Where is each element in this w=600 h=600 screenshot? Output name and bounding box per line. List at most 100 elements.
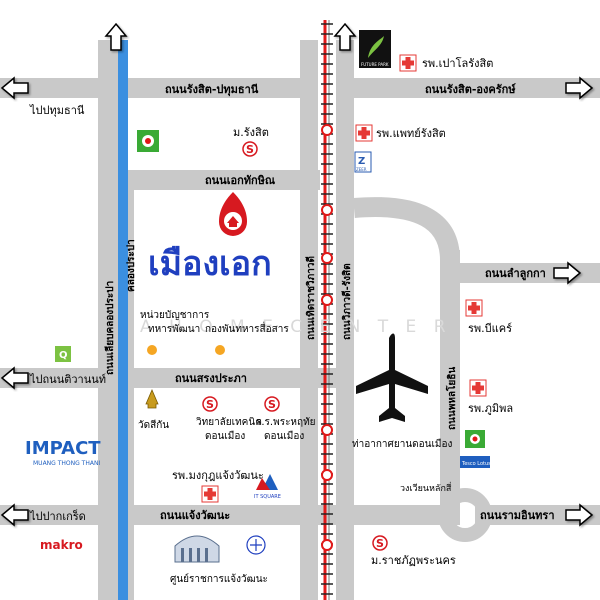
university-s-icon: S bbox=[264, 396, 280, 412]
hospital-phaet-label: รพ.แพทย์รังสิต bbox=[376, 127, 446, 140]
arrow-west-tiwanon bbox=[0, 366, 29, 390]
rail-station bbox=[321, 204, 333, 216]
university-rangsit-label: ม.รังสิต bbox=[233, 126, 269, 139]
direction-to-tiwanon: ไปถนนติวานนท์ bbox=[29, 373, 106, 386]
hospital-cross-icon bbox=[469, 379, 487, 397]
direction-to-pathum: ไปปทุมธานี bbox=[29, 104, 85, 117]
arrow-east-ramintra bbox=[565, 503, 594, 527]
government-center: ศูนย์ราชการแจ้งวัฒนะ bbox=[170, 535, 268, 585]
university-s-icon: S bbox=[242, 141, 258, 157]
hospital-bcare: รพ.บีแคร์ bbox=[465, 299, 512, 335]
hospital-bhumibol-label: รพ.ภูมิพล bbox=[468, 402, 513, 415]
airport: ท่าอากาศยานดอนเมือง bbox=[352, 333, 453, 450]
road-label-vibhavadi: ถนนวิภาวดี-รังสิต bbox=[341, 263, 353, 340]
green-logo-left: Q bbox=[55, 346, 71, 362]
road-thet-rat bbox=[300, 40, 318, 600]
hospital-bcare-label: รพ.บีแคร์ bbox=[468, 322, 512, 335]
hospital-cross-icon bbox=[201, 485, 219, 503]
school-label-2: ดอนเมือง bbox=[264, 430, 304, 442]
road-label-chaeng-wattana: ถนนแจ้งวัฒนะ bbox=[160, 509, 230, 522]
west-arrow-icon bbox=[0, 503, 29, 527]
arrow-west-pathum bbox=[0, 76, 29, 100]
road-liap-khlong-prapa bbox=[98, 40, 118, 600]
rail-station bbox=[321, 294, 333, 306]
future-park-label: FUTURE PARK bbox=[361, 62, 389, 67]
east-arrow-icon bbox=[553, 261, 582, 285]
road-rangsit-ongkharak bbox=[350, 78, 600, 98]
road-songprapa bbox=[0, 368, 340, 388]
hospital-phaet: รพ.แพทย์รังสิต bbox=[355, 124, 446, 142]
signal-division: กองพันทหารสื่อสาร bbox=[205, 321, 289, 355]
road-label-thet-rat: ถนนเทิดราชวิภาวดี bbox=[305, 256, 317, 340]
road-label-phahonyothin: ถนนพหลโยธิน bbox=[445, 367, 458, 430]
hospital-cross-icon bbox=[465, 299, 483, 317]
military-command-label-2: ทหารพัฒนา bbox=[148, 324, 200, 335]
makro-logo: makro bbox=[40, 538, 83, 552]
road-label-lam-luk-ka: ถนนลำลูกกา bbox=[485, 267, 546, 281]
place-dot-icon bbox=[215, 345, 225, 355]
rail-station bbox=[321, 469, 333, 481]
district-name: เมืองเอก bbox=[148, 244, 272, 284]
lotus-logo-right: Tesco Lotus bbox=[460, 430, 491, 468]
east-arrow-icon bbox=[565, 503, 594, 527]
road-label-liap-khlong-prapa: ถนนเลียบคลองประปา bbox=[104, 281, 116, 375]
district-logo: เมืองเอก bbox=[148, 192, 272, 284]
arrow-north-right bbox=[333, 22, 357, 51]
lak-si-circle bbox=[438, 488, 492, 542]
arrow-west-pakkret bbox=[0, 503, 29, 527]
road-label-ram-intra: ถนนรามอินทรา bbox=[480, 509, 555, 522]
house-pin-icon bbox=[219, 192, 247, 236]
arrow-north-left bbox=[104, 22, 128, 51]
hospital-paolo-label: รพ.เปาโลรังสิต bbox=[422, 56, 493, 70]
tech-college: S วิทยาลัยเทคนิค ดอนเมือง bbox=[196, 396, 262, 442]
west-arrow-icon bbox=[0, 76, 29, 100]
military-command: หน่วยบัญชาการ ทหารพัฒนา bbox=[140, 310, 210, 355]
military-command-label-1: หน่วยบัญชาการ bbox=[140, 310, 210, 321]
canal-prapa bbox=[118, 40, 128, 600]
svg-text:S: S bbox=[206, 398, 214, 411]
tech-college-label-2: ดอนเมือง bbox=[205, 430, 245, 442]
direction-to-pakkret: ไปปากเกร็ด bbox=[29, 509, 86, 523]
school-label-1: ร.ร.พระหฤทัย bbox=[256, 417, 316, 428]
university-s-icon: S bbox=[202, 396, 218, 412]
tot-logo bbox=[246, 535, 266, 555]
road-curve-phahonyothin bbox=[353, 197, 460, 261]
school: S ร.ร.พระหฤทัย ดอนเมือง bbox=[256, 396, 316, 442]
airplane-icon bbox=[356, 333, 428, 422]
svg-text:S: S bbox=[246, 143, 254, 156]
svg-text:Z: Z bbox=[358, 156, 365, 167]
rail-station bbox=[321, 539, 333, 551]
hospital-bhumibol: รพ.ภูมิพล bbox=[468, 379, 513, 415]
road-label-rangsit-ongkharak: ถนนรังสิต-องครักษ์ bbox=[425, 83, 516, 96]
impact-label: IMPACT bbox=[25, 438, 101, 459]
it-square-logo: IT SQUARE bbox=[254, 474, 281, 500]
north-arrow-icon bbox=[104, 22, 128, 51]
lotus-label: Tesco Lotus bbox=[461, 461, 491, 467]
hospital-mongkut: รพ.มงกุฎแจ้งวัฒนะ bbox=[172, 469, 264, 503]
road-label-songprapa: ถนนสรงประภา bbox=[175, 372, 247, 385]
rail-station bbox=[321, 424, 333, 436]
road-label-canal: คลองประปา bbox=[125, 239, 137, 292]
airport-label: ท่าอากาศยานดอนเมือง bbox=[352, 438, 453, 450]
svg-text:Q: Q bbox=[59, 350, 68, 361]
watermark-text: A H O M E C E N T E R bbox=[140, 317, 452, 337]
hospital-mongkut-label: รพ.มงกุฎแจ้งวัฒนะ bbox=[172, 469, 264, 482]
svg-text:S: S bbox=[268, 398, 276, 411]
university-rangsit: ม.รังสิต S bbox=[233, 126, 269, 157]
lotus-logo-top bbox=[137, 130, 159, 152]
north-arrow-icon bbox=[333, 22, 357, 51]
road-label-eak-thaksin: ถนนเอกทักษิณ bbox=[205, 174, 276, 187]
place-dot-icon bbox=[147, 345, 157, 355]
future-park-logo: FUTURE PARK bbox=[359, 30, 391, 68]
government-building-icon bbox=[174, 535, 220, 563]
zeer-logo: Z ZEER bbox=[354, 151, 372, 173]
railway bbox=[321, 20, 333, 600]
arrow-east-ongkharak bbox=[565, 76, 594, 100]
west-arrow-icon bbox=[0, 366, 29, 390]
impact-sub-label: MUANG THONG THANI bbox=[33, 460, 100, 467]
government-center-label: ศูนย์ราชการแจ้งวัฒนะ bbox=[170, 573, 268, 585]
makro-label: makro bbox=[40, 538, 83, 552]
road-rangsit-pathum bbox=[0, 78, 300, 98]
rail-station bbox=[321, 252, 333, 264]
